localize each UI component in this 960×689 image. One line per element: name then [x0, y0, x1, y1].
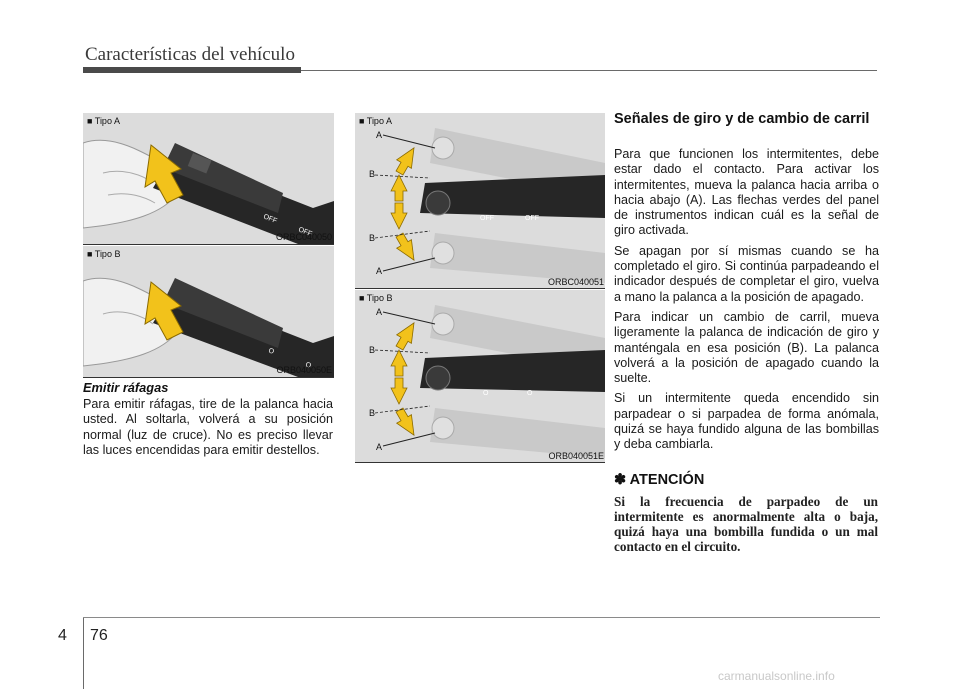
- turn-paragraph: Para indicar un cambio de carril, mueva …: [614, 309, 879, 386]
- footer-rule-vertical: [83, 618, 84, 689]
- stalk-illustration-b: O O: [83, 277, 334, 377]
- page-header-title: Características del vehículo: [85, 44, 295, 65]
- svg-text:OFF: OFF: [297, 226, 313, 238]
- label-a: A: [376, 442, 383, 452]
- figure-flash-type-b: O O ■ Tipo B: [83, 246, 334, 377]
- figure-code: ORBC040051: [547, 277, 604, 287]
- figure-code: ORB040051E: [548, 451, 604, 461]
- svg-text:O: O: [527, 390, 533, 397]
- label-b: B: [369, 233, 376, 243]
- svg-text:OFF: OFF: [525, 215, 539, 222]
- turn-paragraph: Se apagan por sí mismas cuando se ha com…: [614, 243, 879, 304]
- label-b: B: [369, 345, 376, 355]
- watermark-text: carmanualsonline.info: [718, 669, 835, 683]
- svg-text:OFF: OFF: [262, 213, 278, 225]
- figure-code: ORB040050E: [276, 365, 332, 375]
- figure-divider: [355, 288, 605, 289]
- turn-paragraph: Para que funcionen los intermitentes, de…: [614, 147, 879, 238]
- footer-rule: [83, 617, 880, 618]
- figure-caption: ■ Tipo B: [87, 249, 121, 259]
- stalk-illustration-a: OFF OFF: [83, 139, 334, 244]
- svg-text:O: O: [483, 390, 489, 397]
- figure-divider: [83, 377, 334, 378]
- svg-text:OFF: OFF: [480, 215, 494, 222]
- figure-flash-type-a: OFF OFF ■ Tipo A: [83, 113, 334, 244]
- turn-stalk-illustration-a: OFF OFF: [374, 128, 605, 283]
- label-a: A: [376, 266, 383, 276]
- turn-signal-heading: Señales de giro y de cambio de carril: [614, 111, 870, 127]
- figure-caption: ■ Tipo A: [87, 116, 120, 126]
- label-a: A: [376, 307, 383, 317]
- svg-text:O: O: [267, 347, 275, 356]
- label-b: B: [369, 408, 376, 418]
- attention-title: ✽ ATENCIÓN: [614, 472, 705, 488]
- turn-stalk-illustration-b: O O: [374, 305, 605, 458]
- figure-divider: [355, 462, 605, 463]
- header-rule-thick: [83, 67, 301, 73]
- figure-turn-type-a: OFF OFF ■ Tipo A A B B A: [355, 113, 605, 288]
- figure-divider: [83, 244, 334, 245]
- header-rule-thin: [301, 70, 877, 71]
- turn-paragraph: Si un intermitente queda encendido sin p…: [614, 391, 879, 452]
- figure-caption: ■ Tipo B: [359, 293, 393, 303]
- turn-signal-body: Para que funcionen los intermitentes, de…: [614, 147, 879, 458]
- label-a: A: [376, 130, 383, 140]
- page-number: 76: [90, 627, 108, 644]
- svg-text:O: O: [304, 361, 312, 370]
- flash-heading: Emitir ráfagas: [83, 380, 169, 395]
- flash-paragraph: Para emitir ráfagas, tire de la palanca …: [83, 397, 333, 457]
- figure-caption: ■ Tipo A: [359, 116, 392, 126]
- figure-turn-type-b: O O ■ Tipo B A B B A: [355, 290, 605, 462]
- attention-text: Si la frecuencia de parpadeo de un inter…: [614, 494, 878, 554]
- chapter-number: 4: [58, 627, 67, 644]
- label-b: B: [369, 169, 376, 179]
- figure-code: ORBC040050: [275, 232, 332, 242]
